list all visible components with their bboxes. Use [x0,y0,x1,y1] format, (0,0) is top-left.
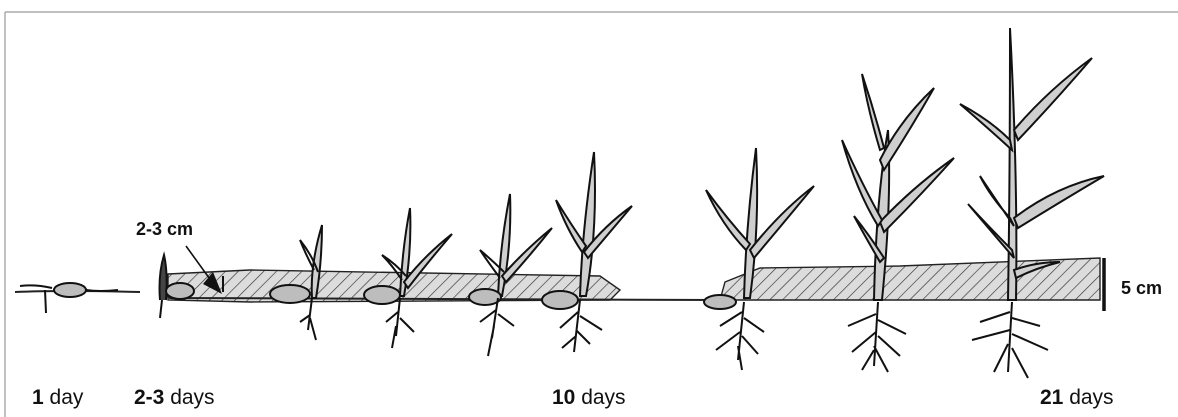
timeline-label-1day: 1 day [32,386,83,410]
seed-icon [542,291,578,309]
plant-seedling-icon [842,74,954,372]
root-icon [972,302,1048,378]
root-icon [160,300,162,318]
root-icon [848,302,906,372]
seed-icon [364,286,400,304]
seed-icon [166,283,194,299]
root-icon [480,298,514,356]
timeline-unit: day [50,386,84,409]
seed-icon [704,295,736,309]
timeline-unit: days [170,386,214,409]
emergence-depth-label: 2-3 cm [136,219,193,240]
root-icon [386,298,414,348]
timeline-label-21days: 21 days [1040,386,1114,410]
soil-depth-label: 5 cm [1121,278,1162,299]
timeline-unit: days [1069,386,1113,409]
root-icon [300,298,316,340]
root-icon [45,290,46,313]
seed-icon [270,285,310,303]
seed-icon [469,289,501,305]
plant-seedling-icon [704,148,814,370]
timeline-label-2-3days: 2-3 days [134,386,215,410]
root-icon [716,302,764,370]
timeline-value: 10 [552,386,575,409]
timeline-value: 1 [32,386,44,409]
timeline-unit: days [581,386,625,409]
timeline-label-10days: 10 days [552,386,626,410]
timeline-value: 21 [1040,386,1063,409]
plant-seedling-icon [160,255,195,318]
seed-icon [54,283,86,297]
timeline-value: 2-3 [134,386,164,409]
plant-seedling-icon [542,152,632,352]
plant-seedling-icon [20,283,118,313]
plant-seedling-icon [960,28,1104,378]
